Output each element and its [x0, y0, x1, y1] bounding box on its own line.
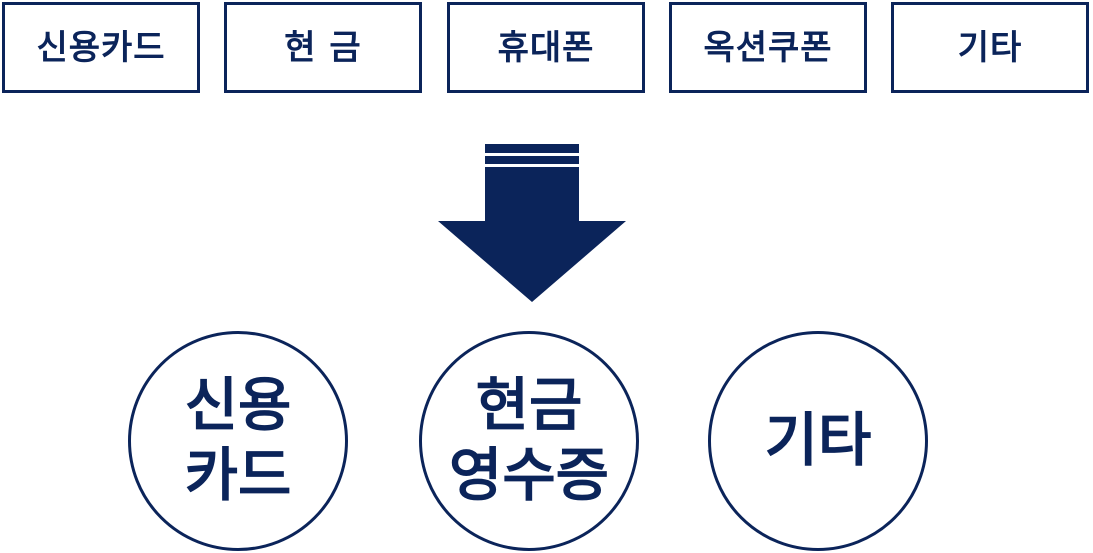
arrow-stripe-top: [485, 144, 579, 153]
payment-method-box: 휴대폰: [447, 2, 645, 93]
arrow-stripe-middle: [485, 156, 579, 164]
receipt-type-line: 현금: [475, 371, 583, 440]
receipt-type-label-group: 현금 영수증: [448, 371, 610, 509]
receipt-type-label-group: 기타: [764, 406, 872, 475]
payment-method-box: 기타: [891, 2, 1089, 93]
receipt-type-line: 영수증: [448, 441, 610, 509]
receipt-type-line: 기타: [764, 406, 872, 475]
receipt-type-circle: 기타: [708, 331, 928, 551]
receipt-type-line: 신용: [184, 371, 292, 440]
payment-method-box: 옥션쿠폰: [669, 2, 867, 93]
receipt-type-circle: 현금 영수증: [419, 331, 639, 551]
arrow-head: [438, 167, 626, 302]
receipt-type-line: 카드: [184, 441, 292, 509]
payment-method-box: 신용카드: [2, 2, 200, 93]
payment-method-label: 옥션쿠폰: [703, 27, 833, 68]
payment-method-box: 현 금: [224, 2, 422, 93]
receipt-type-circle: 신용 카드: [128, 331, 348, 551]
payment-method-label: 신용카드: [36, 27, 166, 68]
payment-method-label: 현 금: [284, 27, 362, 68]
payment-method-label: 기타: [957, 27, 1023, 68]
receipt-type-label-group: 신용 카드: [184, 371, 292, 509]
payment-method-label: 휴대폰: [497, 27, 595, 68]
